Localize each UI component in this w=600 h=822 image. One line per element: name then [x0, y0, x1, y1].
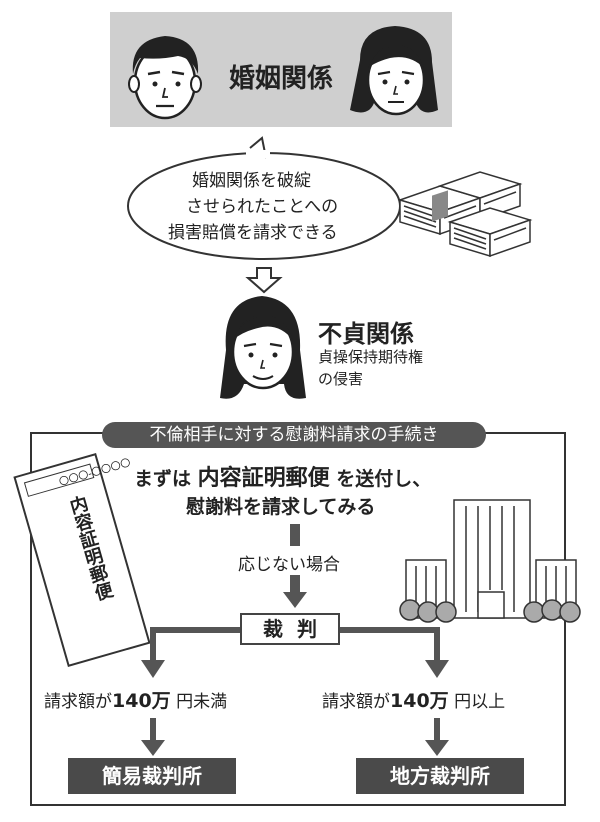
- left-prefix: 請求額が: [44, 692, 112, 712]
- marriage-label: 婚姻関係: [229, 64, 334, 94]
- step-highlight: 内容証明郵便: [197, 466, 330, 491]
- step-line-2: 慰謝料を請求してみる: [186, 496, 376, 518]
- procedure-title: 不倫相手に対する慰謝料請求の手続き: [102, 422, 486, 448]
- affair-subtitle-2: の侵害: [318, 370, 364, 388]
- down-arrow-icon: [245, 267, 283, 294]
- woman-face-icon: [350, 26, 438, 116]
- bubble-line-1: 婚姻関係を破綻: [192, 171, 311, 191]
- bubble-line-3: 損害賠償を請求できる: [168, 223, 338, 243]
- envelope-icon: [13, 452, 151, 668]
- right-amount: 140万: [390, 690, 449, 712]
- left-condition: 請求額が140万 円未満: [44, 686, 227, 713]
- step-line-1: まずは 内容証明郵便 を送付し、: [134, 460, 431, 492]
- left-amount: 140万: [112, 690, 171, 712]
- affair-title: 不貞関係: [318, 320, 414, 348]
- bubble-line-2: させられたことへの: [186, 197, 339, 217]
- trial-box: 裁判: [240, 613, 340, 645]
- left-suffix: 円未満: [176, 692, 228, 712]
- flow-arrows: [141, 524, 449, 756]
- step-suffix: を送付し、: [336, 468, 432, 490]
- right-condition: 請求額が140万 円以上: [322, 686, 505, 713]
- condition-label: 応じない場合: [236, 550, 342, 575]
- man-face-icon: [128, 36, 202, 120]
- affair-subtitle-1: 貞操保持期待権: [318, 348, 424, 366]
- right-prefix: 請求額が: [322, 692, 390, 712]
- building-icon: [399, 499, 581, 623]
- step-prefix: まずは: [134, 468, 192, 490]
- money-stack-icon: [397, 171, 533, 258]
- summary-court-box: 簡易裁判所: [68, 758, 236, 794]
- woman-face-2-icon: [220, 296, 306, 399]
- right-suffix: 円以上: [454, 692, 506, 712]
- district-court-box: 地方裁判所: [356, 758, 524, 794]
